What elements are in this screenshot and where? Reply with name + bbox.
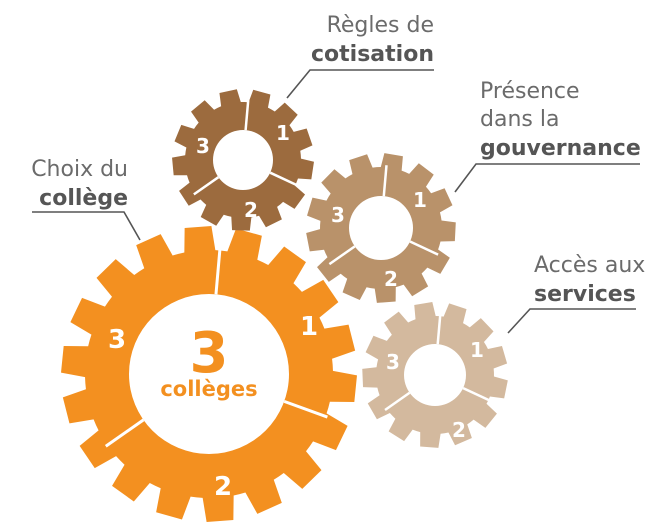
label-gouvernance-light-1: Présence (480, 79, 580, 104)
gear-services-segment-1: 1 (470, 338, 484, 362)
label-cotisation-light: Règles de (327, 13, 434, 38)
segment-divider (214, 248, 222, 295)
label-services: Accès aux services (507, 253, 645, 334)
leader-line-cotisation (286, 69, 434, 99)
gear-services-body (362, 302, 508, 448)
gear-gouvernance-segment-3: 3 (331, 203, 345, 227)
gear-cotisation-body (172, 89, 314, 231)
gear-college-body (61, 226, 357, 522)
segment-divider (409, 240, 439, 256)
label-cotisation: Règles de cotisation (286, 13, 434, 99)
segment-divider (244, 100, 250, 131)
label-gouvernance-bold: gouvernance (480, 136, 641, 161)
gear-services-dividers (384, 314, 491, 412)
label-college: Choix du collège (31, 157, 141, 241)
gear-college-segment-1: 1 (300, 312, 318, 342)
leader-line-gouvernance (454, 163, 640, 193)
leader-line-college (32, 211, 141, 241)
gear-gouvernance: 1 2 3 (306, 153, 456, 303)
center-word: collèges (160, 377, 257, 401)
gear-cotisation-segment-3: 3 (196, 134, 210, 158)
label-gouvernance-light-2: dans la (480, 107, 559, 132)
segment-divider (384, 391, 411, 412)
gear-gouvernance-segment-2: 2 (384, 267, 398, 291)
gear-services-segment-2: 2 (452, 418, 466, 442)
segment-divider (283, 399, 328, 419)
gear-college-dividers (104, 248, 328, 448)
label-cotisation-bold: cotisation (311, 42, 434, 67)
label-college-light: Choix du (31, 157, 128, 182)
gear-gouvernance-body (306, 153, 456, 303)
segment-divider (269, 171, 298, 187)
segment-divider (462, 386, 491, 402)
center-number: 3 (190, 321, 229, 386)
label-college-bold: collège (39, 186, 128, 211)
gear-gouvernance-segment-1: 1 (413, 188, 427, 212)
gear-cotisation-segment-1: 1 (276, 121, 290, 145)
label-services-light: Accès aux (534, 253, 645, 278)
segment-divider (104, 418, 145, 448)
gear-services: 1 2 3 (362, 302, 508, 448)
gear-cotisation-segment-2: 2 (244, 198, 258, 222)
gear-services-segment-3: 3 (386, 350, 400, 374)
leader-line-services (507, 308, 636, 334)
gear-college-segment-3: 3 (108, 325, 126, 355)
gear-college: 1 2 3 3 collèges (61, 226, 357, 522)
gear-college-segment-2: 2 (214, 472, 232, 502)
gear-cotisation-dividers (193, 100, 298, 196)
segment-divider (436, 314, 442, 345)
segment-divider (328, 245, 356, 266)
gear-cotisation: 1 2 3 (172, 89, 314, 231)
segment-divider (193, 176, 220, 196)
label-services-bold: services (534, 282, 636, 307)
segment-divider (382, 165, 388, 197)
label-gouvernance: Présence dans la gouvernance (454, 79, 641, 193)
gear-gouvernance-dividers (328, 165, 439, 266)
